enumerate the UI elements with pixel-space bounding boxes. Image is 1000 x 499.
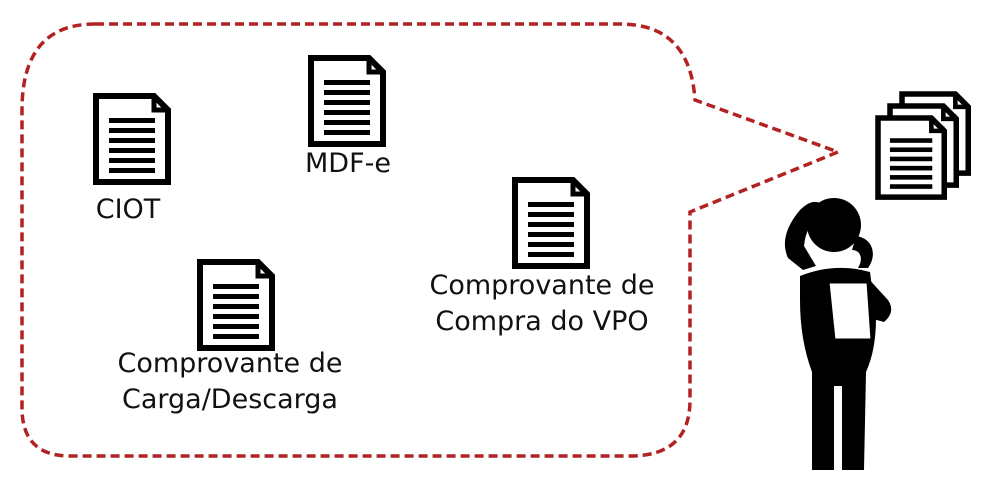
mdfe-label: MDF-e [278, 146, 418, 182]
speech-bubble [20, 22, 843, 458]
carga-label-line-1: Comprovante de [117, 348, 343, 379]
mdfe-document-icon [311, 58, 383, 144]
document-stack-icon [878, 94, 968, 197]
ciot-label: CIOT [78, 192, 178, 228]
ciot-label-line: CIOT [95, 194, 161, 225]
carga-label: Comprovante de Carga/Descarga [100, 346, 360, 418]
carga-label-line-2: Carga/Descarga [122, 384, 338, 415]
paper-icon [826, 280, 874, 342]
vpo-label-line-2: Compra do VPO [435, 306, 649, 337]
mdfe-label-line: MDF-e [305, 148, 391, 179]
vpo-label: Comprovante de Compra do VPO [412, 268, 672, 340]
vpo-document-icon [515, 180, 587, 266]
vpo-label-line-1: Comprovante de [429, 270, 655, 301]
ciot-document-icon [96, 96, 168, 182]
carga-document-icon [200, 262, 272, 348]
